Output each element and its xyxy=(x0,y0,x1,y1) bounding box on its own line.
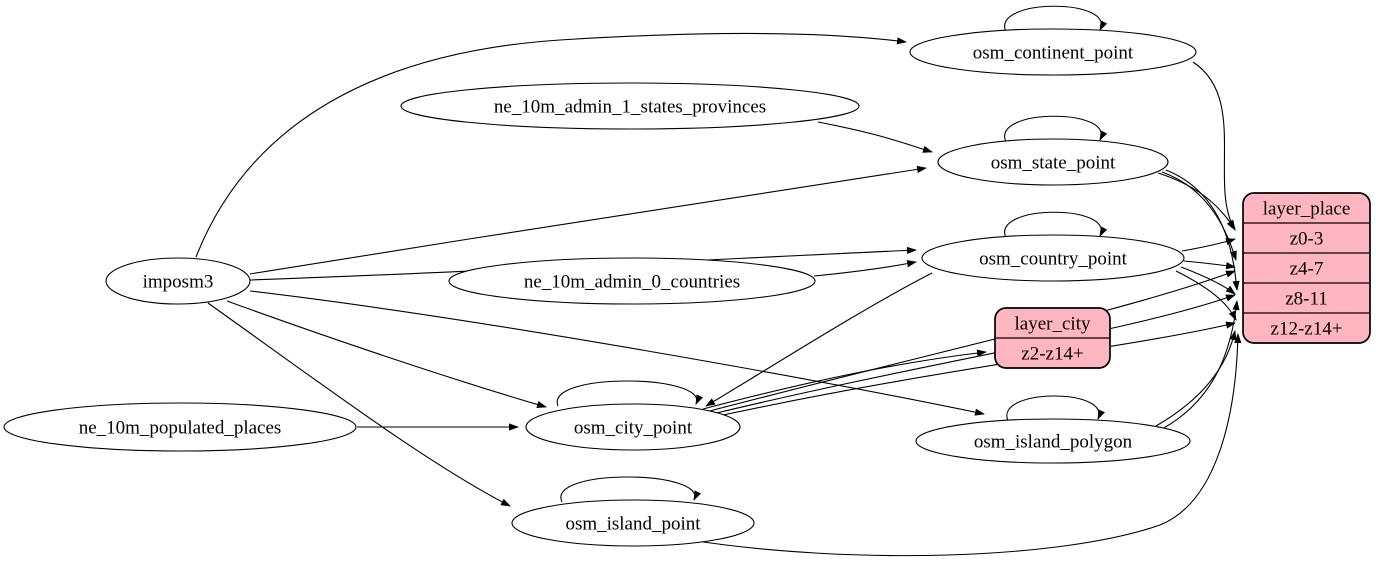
edge-osm_country_point-to-layer_place xyxy=(1181,238,1236,252)
layer_place-row-z8-11: z8-11 xyxy=(1285,288,1328,309)
node-osm_country_point: osm_country_point xyxy=(921,234,1185,282)
node-ne_10m_admin_1_states_provinces: ne_10m_admin_1_states_provinces xyxy=(400,82,860,130)
edge-osm_state_point-to-osm_state_point xyxy=(1004,115,1108,143)
layer_place-title: layer_place xyxy=(1263,198,1351,219)
layer_city-row-z2-z14+: z2-z14+ xyxy=(1021,343,1083,364)
osm_country_point-ellipse xyxy=(921,234,1185,282)
imposm3-ellipse xyxy=(105,257,251,305)
edge-osm_island_polygon-to-layer_place xyxy=(1155,330,1237,427)
ne_10m_populated_places-ellipse xyxy=(3,402,357,452)
osm_island_polygon-ellipse xyxy=(915,418,1191,464)
edge-osm_state_point-to-layer_place xyxy=(1157,172,1236,230)
edge-osm_state_point-to-layer_place xyxy=(1165,169,1240,291)
edge-imposm3-to-osm_state_point xyxy=(249,165,927,275)
layer_place-row-z0-3: z0-3 xyxy=(1290,228,1324,249)
layer_city-title: layer_city xyxy=(1015,313,1091,334)
edge-osm_state_point-to-layer_place xyxy=(1161,171,1237,261)
layer_place-row-z4-7: z4-7 xyxy=(1290,258,1324,279)
node-osm_island_polygon: osm_island_polygon xyxy=(915,418,1191,464)
edge-ne_10m_admin_0_countries-to-osm_country_point xyxy=(813,260,917,277)
edge-ne_10m_admin_1_states_provinces-to-osm_state_point xyxy=(817,121,933,153)
edge-osm_country_point-to-layer_place xyxy=(1180,266,1236,295)
edge-osm_island_point-to-osm_island_point xyxy=(560,476,702,503)
node-ne_10m_admin_0_countries: ne_10m_admin_0_countries xyxy=(448,257,816,305)
ne_10m_populated_places-label: ne_10m_populated_places xyxy=(79,417,282,438)
osm_country_point-label: osm_country_point xyxy=(979,248,1127,269)
layer_place-row-z12-z14+: z12-z14+ xyxy=(1271,318,1343,339)
imposm3-label: imposm3 xyxy=(143,271,214,292)
ne_10m_admin_1_states_provinces-ellipse xyxy=(400,82,860,130)
osm_continent_point-label: osm_continent_point xyxy=(973,42,1134,63)
edge-osm_island_polygon-to-osm_island_polygon xyxy=(1006,395,1105,422)
edge-osm_country_point-to-layer_place xyxy=(1183,260,1236,270)
osm_island_point-ellipse xyxy=(511,499,755,547)
node-osm_city_point: osm_city_point xyxy=(525,403,741,451)
node-layer_place: layer_place z0-3 z4-7 z8-11 z12-z14+ xyxy=(1242,192,1371,344)
edge-osm_city_point-to-layer_place xyxy=(707,294,1236,416)
node-osm_continent_point: osm_continent_point xyxy=(909,28,1197,76)
node-layer_city: layer_city z2-z14+ xyxy=(994,307,1111,369)
node-ne_10m_populated_places: ne_10m_populated_places xyxy=(3,402,357,452)
osm_continent_point-ellipse xyxy=(909,28,1197,76)
ne_10m_admin_0_countries-ellipse xyxy=(448,257,816,305)
osm_island_point-label: osm_island_point xyxy=(565,513,701,534)
edge-imposm3-to-osm_continent_point xyxy=(195,32,907,258)
ne_10m_admin_0_countries-label: ne_10m_admin_0_countries xyxy=(524,271,740,292)
osm_state_point-label: osm_state_point xyxy=(991,152,1116,173)
node-osm_state_point: osm_state_point xyxy=(937,138,1169,186)
edge-imposm3-to-osm_city_point xyxy=(226,300,547,408)
edge-osm_continent_point-to-layer_place xyxy=(1192,61,1236,231)
edge-osm_city_point-to-layer_city xyxy=(702,349,987,410)
edge-osm_city_point-to-layer_place xyxy=(708,321,1236,419)
edge-osm_continent_point-to-osm_continent_point xyxy=(1004,5,1108,33)
layer_place-record-box xyxy=(1242,192,1371,344)
edge-osm_island_polygon-to-layer_place xyxy=(1161,300,1240,430)
osm_city_point-ellipse xyxy=(525,403,741,451)
node-osm_island_point: osm_island_point xyxy=(511,499,755,547)
edge-imposm3-to-osm_island_polygon xyxy=(249,290,985,416)
edge-osm_country_point-to-osm_city_point xyxy=(705,272,933,407)
node-imposm3: imposm3 xyxy=(105,257,251,305)
osm_state_point-ellipse xyxy=(937,138,1169,186)
osm_city_point-label: osm_city_point xyxy=(574,417,693,438)
edge-osm_country_point-to-osm_country_point xyxy=(1004,211,1108,239)
osm_island_polygon-label: osm_island_polygon xyxy=(974,431,1133,452)
edge-osm_island_point-to-layer_place xyxy=(689,333,1242,557)
edge-osm_country_point-to-layer_place xyxy=(1175,270,1237,321)
edge-imposm3-to-osm_island_point xyxy=(207,302,511,507)
edge-osm_city_point-to-osm_city_point xyxy=(556,380,704,407)
ne_10m_admin_1_states_provinces-label: ne_10m_admin_1_states_provinces xyxy=(494,96,766,117)
